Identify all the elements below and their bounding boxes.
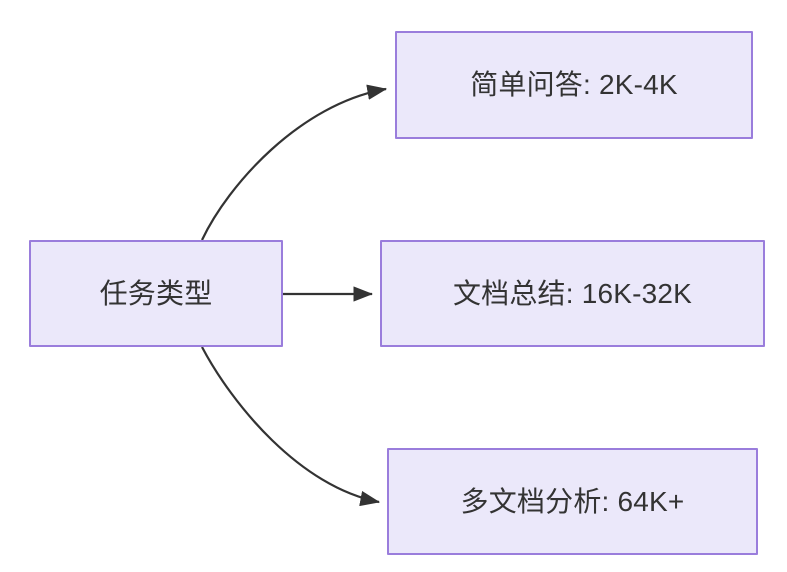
node-label: 简单问答: 2K-4K: [470, 69, 678, 101]
node-doc-summary[interactable]: 文档总结: 16K-32K: [380, 240, 765, 347]
edge-source-to-multi-doc: [201, 346, 381, 507]
node-simple-qa[interactable]: 简单问答: 2K-4K: [395, 31, 753, 139]
node-task-type[interactable]: 任务类型: [29, 240, 283, 347]
node-label: 文档总结: 16K-32K: [452, 277, 693, 309]
edge-source-to-simple-qa: [201, 84, 388, 241]
node-label: 多文档分析: 64K+: [460, 485, 685, 517]
node-label: 任务类型: [99, 277, 213, 309]
node-multi-doc[interactable]: 多文档分析: 64K+: [387, 448, 758, 555]
